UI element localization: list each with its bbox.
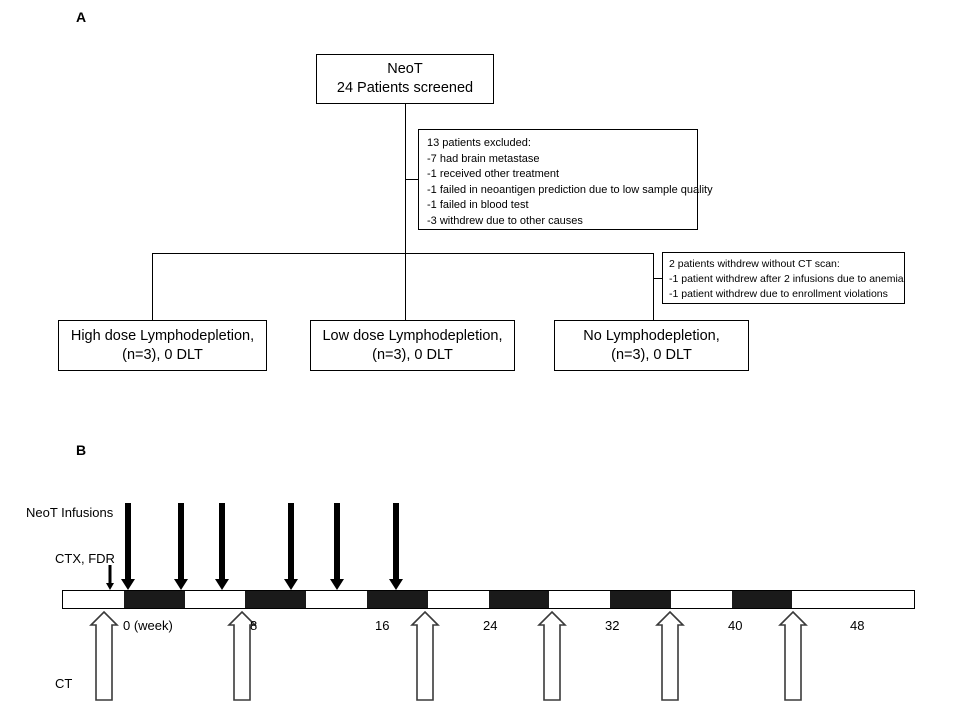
withdrew-line-2: -1 patient withdrew after 2 infusions du… xyxy=(669,273,904,285)
timeline-tick-label: 16 xyxy=(375,618,390,633)
arm-no-depletion-line2: (n=3), 0 DLT xyxy=(611,346,692,363)
timeline-segment xyxy=(366,591,428,608)
ct-scan-arrow-up-icon xyxy=(227,610,257,701)
arm-high-dose-line1: High dose Lymphodepletion, xyxy=(70,327,255,344)
label-ctx-fdr: CTX, FDR xyxy=(55,551,115,566)
arm-no-depletion-line1: No Lymphodepletion, xyxy=(583,327,720,344)
excluded-line-4: -1 failed in neoantigen prediction due t… xyxy=(427,183,713,196)
timeline-segment xyxy=(731,591,793,608)
box-patients-withdrew: 2 patients withdrew without CT scan: -1 … xyxy=(662,252,905,304)
ct-scan-arrow-up-icon xyxy=(89,610,119,701)
timeline-segment xyxy=(306,591,367,608)
connector-split-bar xyxy=(152,253,654,254)
withdrew-line-1: 2 patients withdrew without CT scan: xyxy=(669,258,840,270)
timeline-tick-label: 40 xyxy=(728,618,743,633)
arm-low-dose-line2: (n=3), 0 DLT xyxy=(372,346,453,363)
panel-b-letter: B xyxy=(76,442,87,458)
infusion-arrow-down-icon xyxy=(330,503,344,590)
timeline-segment xyxy=(488,591,550,608)
box-patients-screened: NeoT 24 Patients screened xyxy=(316,54,494,104)
ct-scan-arrow-up-icon xyxy=(537,610,567,701)
excluded-line-1: 13 patients excluded: xyxy=(427,137,531,149)
connector-to-withdrew xyxy=(653,278,663,279)
box-patients-screened-line2: 24 Patients screened xyxy=(336,80,474,96)
infusion-arrow-down-icon xyxy=(174,503,188,590)
box-arm-high-dose: High dose Lymphodepletion, (n=3), 0 DLT xyxy=(58,320,267,371)
timeline-segment xyxy=(63,591,124,608)
timeline-segment xyxy=(549,591,611,608)
timeline-tick-label: 48 xyxy=(850,618,865,633)
infusion-arrow-down-icon xyxy=(215,503,229,590)
ct-scan-arrow-up-icon xyxy=(778,610,808,701)
connector-drop-no-depletion xyxy=(653,253,654,321)
box-arm-low-dose: Low dose Lymphodepletion, (n=3), 0 DLT xyxy=(310,320,515,371)
infusion-arrow-down-icon xyxy=(121,503,135,590)
ct-scan-arrow-up-icon xyxy=(655,610,685,701)
timeline-segment xyxy=(184,591,246,608)
excluded-line-3: -1 received other treatment xyxy=(427,168,560,180)
timeline-segment xyxy=(123,591,185,608)
timeline-tick-label: 8 xyxy=(250,618,258,633)
timeline-axis-bar xyxy=(62,590,915,609)
arm-high-dose-line2: (n=3), 0 DLT xyxy=(122,346,203,363)
box-patients-screened-line1: NeoT xyxy=(387,61,423,77)
timeline-tick-label: 32 xyxy=(605,618,620,633)
connector-drop-high-dose xyxy=(152,253,153,321)
excluded-line-6: -3 withdrew due to other causes xyxy=(427,214,583,227)
excluded-line-5: -1 failed in blood test xyxy=(427,199,529,211)
connector-drop-low-dose xyxy=(405,253,406,321)
withdrew-line-3: -1 patient withdrew due to enrollment vi… xyxy=(669,288,888,300)
timeline-segment xyxy=(670,591,732,608)
label-neot-infusions: NeoT Infusions xyxy=(26,505,114,520)
panel-a-letter: A xyxy=(76,9,87,25)
arm-low-dose-line1: Low dose Lymphodepletion, xyxy=(322,327,503,344)
timeline-tick-label: 24 xyxy=(483,618,498,633)
timeline-segment xyxy=(245,591,307,608)
label-ct: CT xyxy=(55,676,73,691)
connector-to-excluded xyxy=(405,179,419,180)
excluded-line-2: -7 had brain metastase xyxy=(427,152,540,165)
timeline-tick-label: 0 (week) xyxy=(123,618,173,633)
box-arm-no-depletion: No Lymphodepletion, (n=3), 0 DLT xyxy=(554,320,749,371)
timeline-segment xyxy=(610,591,671,608)
infusion-arrow-down-icon xyxy=(284,503,298,590)
connector-stem-main xyxy=(405,104,406,253)
timeline-segment xyxy=(792,591,914,608)
box-patients-excluded: 13 patients excluded: -7 had brain metas… xyxy=(418,129,713,230)
conditioning-arrow-down-icon xyxy=(105,565,115,590)
infusion-arrow-down-icon xyxy=(389,503,403,590)
ct-scan-arrow-up-icon xyxy=(410,610,440,701)
timeline-segment xyxy=(427,591,489,608)
